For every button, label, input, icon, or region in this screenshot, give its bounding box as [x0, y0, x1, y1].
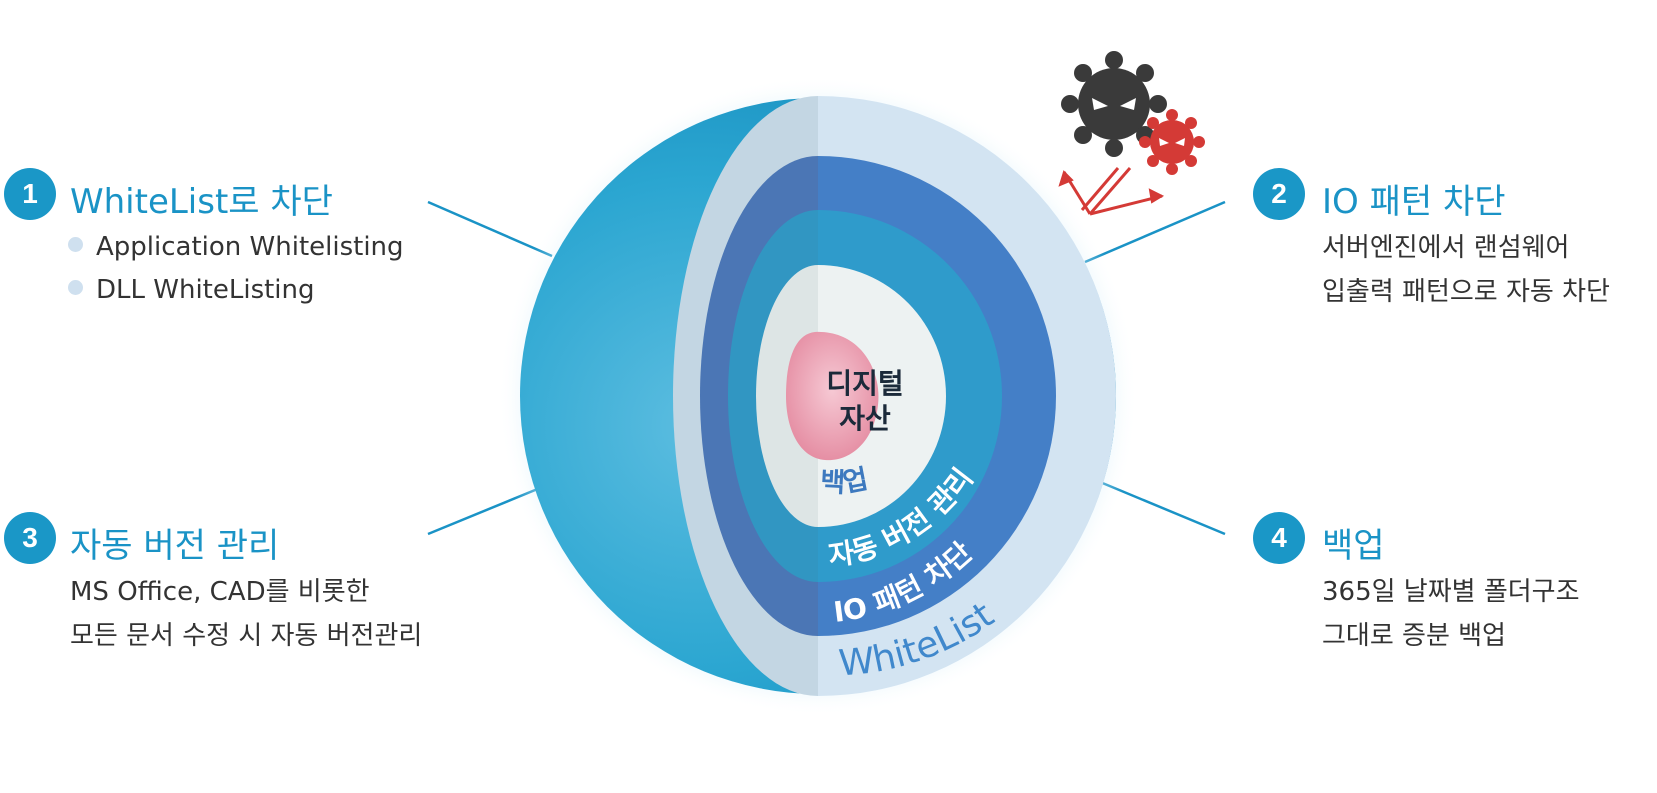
feature-desc-line: 서버엔진에서 랜섬웨어	[1322, 233, 1570, 263]
core-label-line1: 디지털	[826, 367, 903, 400]
arrow-head-right	[1148, 188, 1165, 204]
feature-bullet-list: Application Whitelisting DLL WhiteListin…	[68, 226, 404, 312]
feature-desc-line: 모든 문서 수정 시 자동 버전관리	[70, 621, 423, 651]
virus-dark-icon	[1061, 51, 1167, 157]
feature-title: 백업	[1322, 526, 1385, 566]
deflect-arrows-icon	[1062, 167, 1163, 216]
feature-number-badge: 3	[4, 512, 56, 564]
arrow-head-left	[1058, 170, 1074, 187]
backup-layer	[818, 265, 946, 527]
feature-desc-line: 입출력 패턴으로 자동 차단	[1322, 277, 1610, 307]
feature-title: WhiteList로 차단	[70, 182, 333, 222]
feature-number-badge: 4	[1253, 512, 1305, 564]
feature-title: IO 패턴 차단	[1322, 182, 1506, 222]
core-asset	[786, 331, 879, 461]
bullet-text: DLL WhiteListing	[96, 275, 315, 305]
list-item: DLL WhiteListing	[68, 269, 404, 312]
feature-desc-line: 그대로 증분 백업	[1322, 621, 1506, 651]
connector-line-1	[427, 200, 553, 258]
connector-line-2	[1084, 200, 1226, 264]
feature-number-badge: 2	[1253, 168, 1305, 220]
bullet-text: Application Whitelisting	[96, 232, 404, 262]
feature-desc-line: 365일 날짜별 폴더구조	[1322, 577, 1580, 607]
feature-title: 자동 버전 관리	[70, 526, 280, 566]
list-item: Application Whitelisting	[68, 226, 404, 269]
feature-number-badge: 1	[4, 168, 56, 220]
feature-desc-line: MS Office, CAD를 비롯한	[70, 577, 370, 607]
virus-red-icon	[1139, 109, 1205, 175]
bullet-dot-icon	[68, 237, 83, 252]
bullet-dot-icon	[68, 280, 83, 295]
core-label-line2: 자산	[839, 402, 891, 435]
